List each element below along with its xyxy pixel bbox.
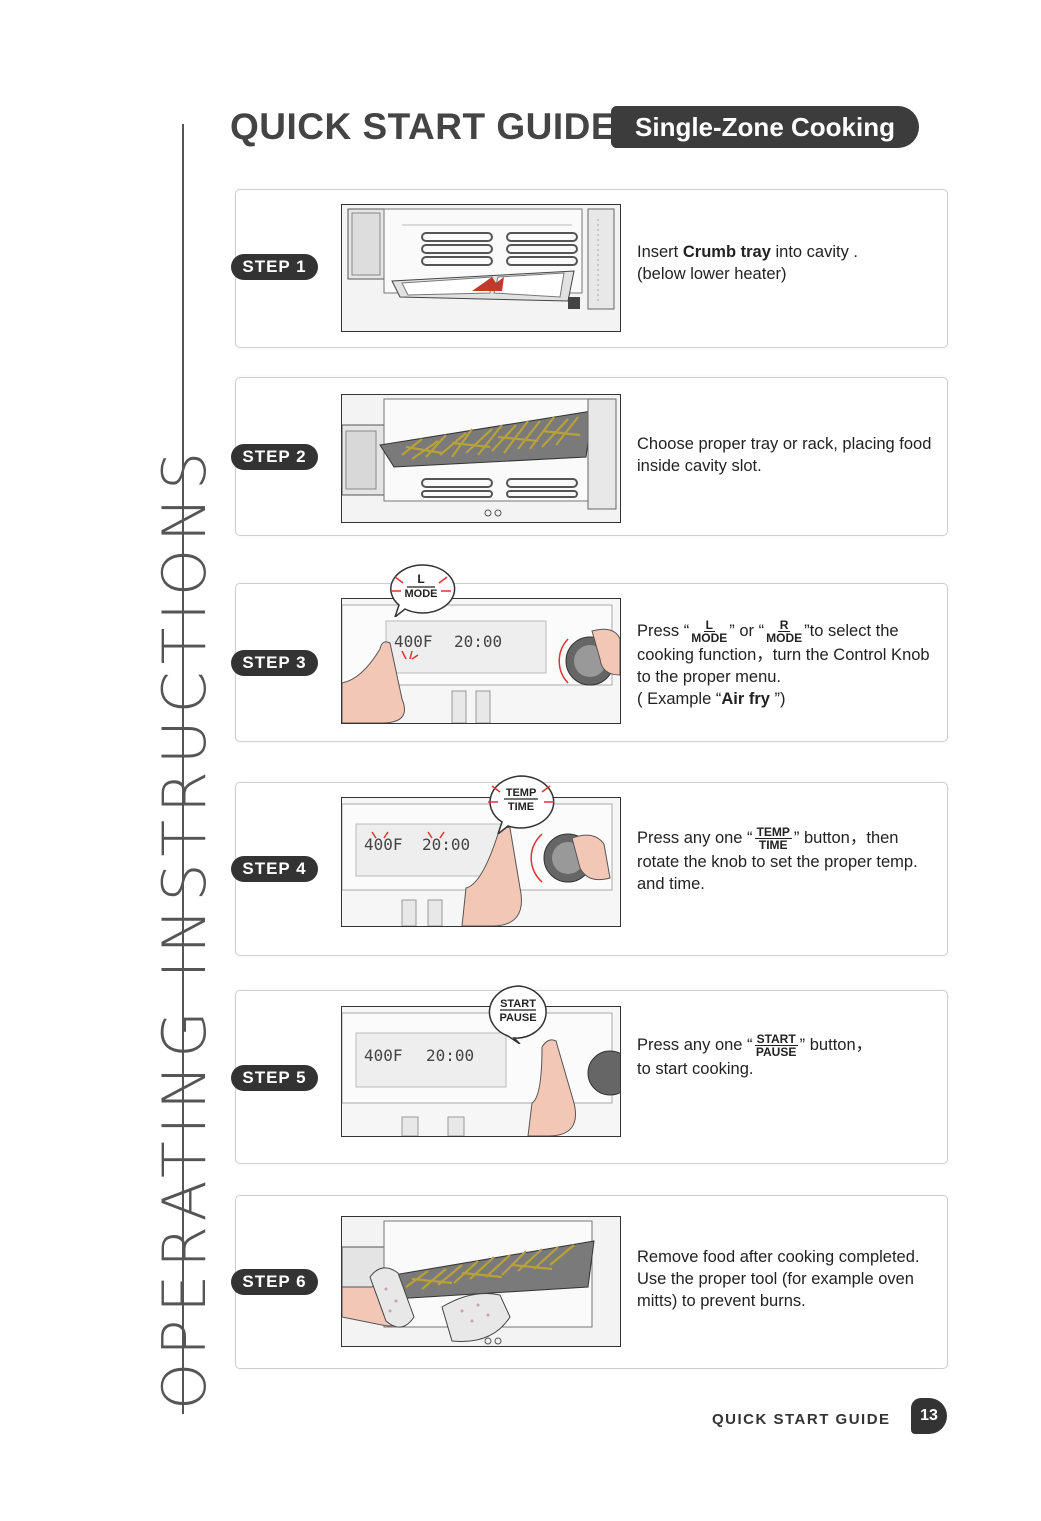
step-4-text-a: Press any one “ [637, 828, 753, 847]
step-5-display-time: 20:00 [426, 1046, 474, 1065]
step-6-badge: STEP 6 [231, 1269, 318, 1295]
step-4-bubble-top: TEMP [506, 787, 537, 799]
step-1-text-bold: Crumb tray [682, 243, 771, 261]
step-3-display-temp: 400F [394, 632, 433, 651]
step-3-text-d: ( Example “ [637, 690, 722, 708]
step-1-illustration [341, 204, 621, 332]
step-5-start-pause-bubble: START PAUSE [484, 984, 552, 1048]
step-3-text-a: Press “ [637, 621, 690, 640]
step-3-text-b: ” or “ [729, 621, 765, 640]
page-number: 13 [911, 1398, 947, 1434]
sidebar-divider [182, 124, 184, 1414]
step-5-illustration: 400F 20:00 [341, 1006, 621, 1137]
step-3-text-bold: Air fry [721, 690, 770, 708]
section-badge: Single-Zone Cooking [611, 106, 919, 148]
step-3-text-e: ”) [769, 690, 786, 708]
step-4-temp-time-bubble: TEMP TIME [484, 774, 558, 838]
step-5-text-b: ” button， [799, 1035, 873, 1054]
step-1-text-a: Insert [637, 243, 683, 261]
footer-section-title: QUICK START GUIDE [712, 1411, 891, 1428]
step-5-bubble-top: START [500, 998, 536, 1010]
step-2-description: Choose proper tray or rack, placing food… [637, 435, 932, 475]
page-title: QUICK START GUIDE [230, 106, 617, 147]
step-5-text-a: Press any one “ [637, 1035, 753, 1054]
step-5-badge: STEP 5 [231, 1065, 318, 1091]
step-1-description: Insert Crumb tray into cavity . (below l… [637, 241, 937, 285]
step-4-display-time: 20:00 [422, 835, 470, 854]
step-3-illustration: 400F 20:00 [341, 598, 621, 724]
step-3-bubble-top: L [417, 572, 424, 586]
sidebar-title: OPERATING INSTRUCTIONS [150, 444, 220, 1410]
step-6-description: Remove food after cooking completed. Use… [637, 1248, 920, 1310]
step-6-illustration [341, 1216, 621, 1347]
step-5-bubble-bottom: PAUSE [499, 1012, 536, 1024]
step-2-badge: STEP 2 [231, 444, 318, 470]
step-5-text-c: to start cooking. [637, 1060, 754, 1078]
step-4-illustration: 400F 20:00 [341, 797, 621, 927]
step-3-mode-bubble: L MODE [385, 563, 457, 621]
step-4-bubble-bottom: TIME [508, 801, 534, 813]
step-4-display-temp: 400F [364, 835, 403, 854]
step-2-illustration [341, 394, 621, 523]
step-3-display-time: 20:00 [454, 632, 502, 651]
step-1-badge: STEP 1 [231, 254, 318, 280]
step-5-display-temp: 400F [364, 1046, 403, 1065]
step-1-text-c: (below lower heater) [637, 265, 787, 283]
step-4-text-b: ” button，then rotate the knob to set the… [637, 828, 918, 893]
step-1-text-b: into cavity . [770, 243, 859, 261]
step-3-badge: STEP 3 [231, 650, 318, 676]
step-4-badge: STEP 4 [231, 856, 318, 882]
step-3-text-c: ”to select the cooking function，turn the… [637, 621, 930, 686]
step-3-bubble-bottom: MODE [405, 588, 438, 600]
